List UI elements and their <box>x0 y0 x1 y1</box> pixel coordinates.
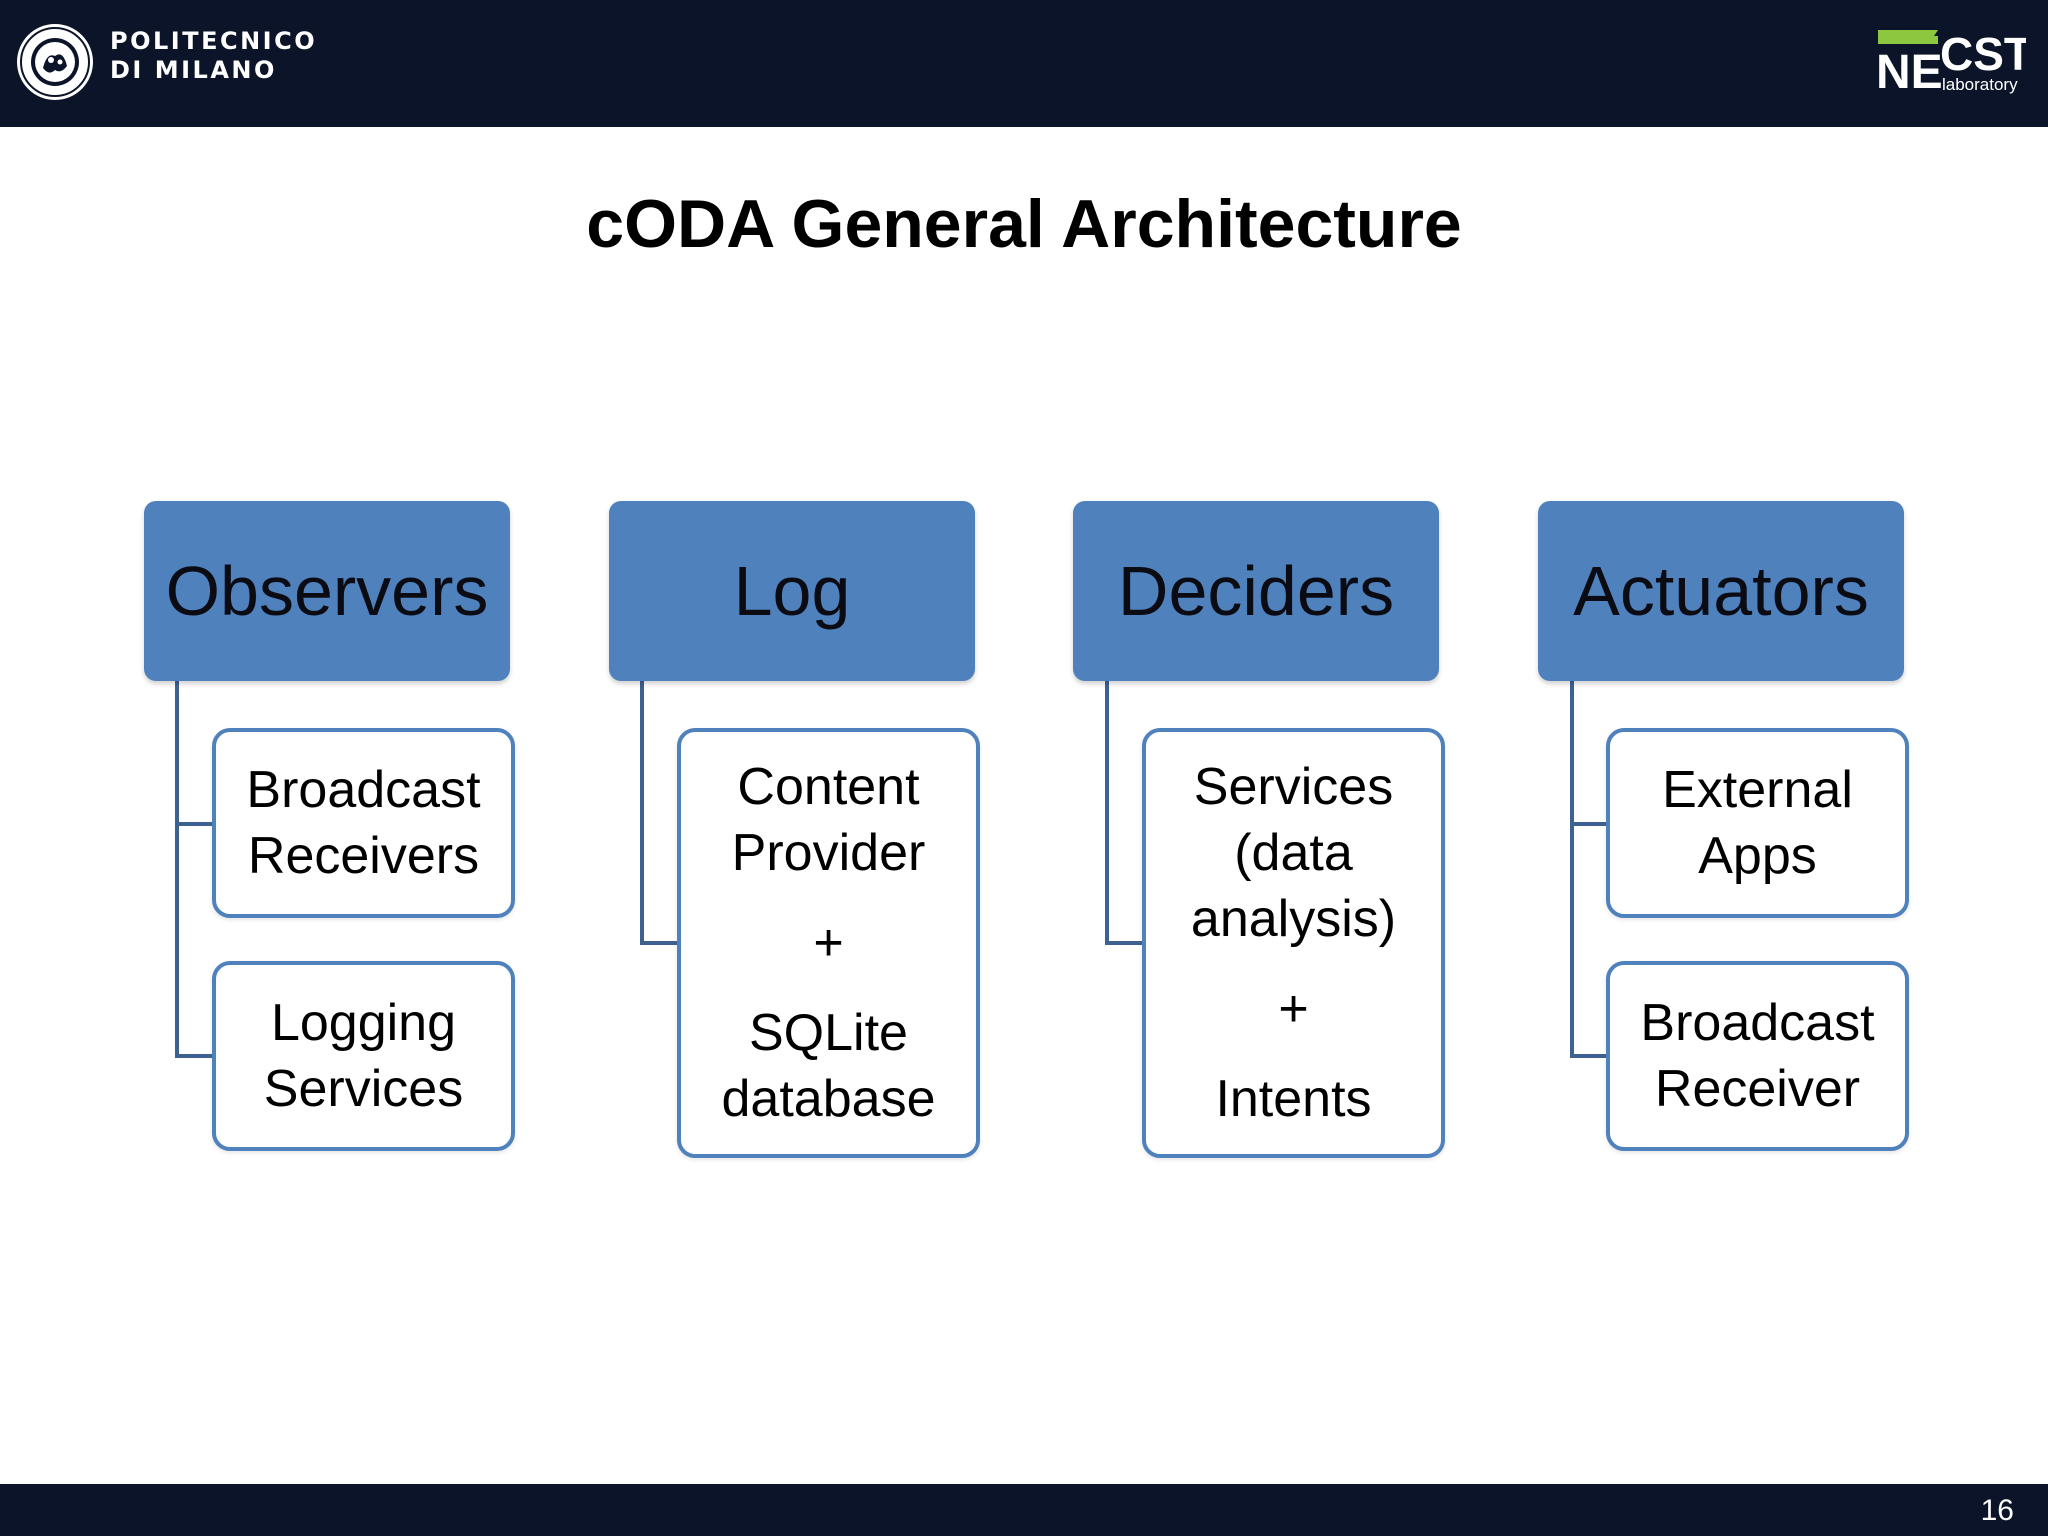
institution-name: POLITECNICO DI MILANO <box>110 27 317 85</box>
box-plus: + <box>813 914 844 972</box>
slide-title: cODA General Architecture <box>586 186 1462 262</box>
box-line: database <box>721 1070 936 1128</box>
connector-observers-2 <box>175 824 216 1058</box>
header-bar: POLITECNICO DI MILANO NE CST laboratory <box>0 0 2048 127</box>
connector-observers-1 <box>175 681 216 826</box>
box-logging-services: Logging Services <box>212 961 515 1151</box>
heading-log: Log <box>609 501 975 681</box>
box-line: Services <box>263 1060 464 1118</box>
box-line: Logging <box>270 994 457 1052</box>
box-line: Services <box>1193 758 1394 816</box>
box-plus: + <box>1278 980 1309 1038</box>
lab-logo-cst: CST <box>1940 28 2026 80</box>
box-line: Apps <box>1698 827 1817 885</box>
box-line: Provider <box>731 824 926 882</box>
heading-deciders: Deciders <box>1073 501 1439 681</box>
box-services-intents: Services (data analysis) + Intents <box>1142 728 1445 1158</box>
box-line: Broadcast <box>1640 994 1875 1052</box>
page-number: 16 <box>1980 1494 2014 1527</box>
footer-bar: 16 <box>0 1484 2048 1536</box>
lab-logo-sub: laboratory <box>1942 75 2018 94</box>
connector-actuators-1 <box>1570 681 1610 826</box>
box-line: Broadcast <box>246 761 481 819</box>
box-line: External <box>1662 761 1853 819</box>
box-line: analysis) <box>1190 890 1397 948</box>
institution-line-1: POLITECNICO <box>110 27 318 55</box>
lab-logo-ne: NE <box>1876 46 1943 98</box>
necst-laboratory-logo: NE CST laboratory <box>1876 28 2026 98</box>
box-line: SQLite <box>749 1004 908 1062</box>
box-line: Receiver <box>1654 1060 1861 1118</box>
box-content-provider-sqlite: Content Provider + SQLite database <box>677 728 980 1158</box>
connector-log-1 <box>640 681 681 945</box>
box-line: Content <box>737 758 920 816</box>
university-seal-logo <box>17 24 93 100</box>
box-broadcast-receivers: Broadcast Receivers <box>212 728 515 918</box>
institution-line-2: DI MILANO <box>110 56 277 84</box>
box-line: Intents <box>1215 1070 1372 1128</box>
box-external-apps: External Apps <box>1606 728 1909 918</box>
connector-actuators-2 <box>1570 824 1610 1058</box>
box-line: (data <box>1234 824 1353 882</box>
connector-deciders-1 <box>1105 681 1146 945</box>
box-broadcast-receiver: Broadcast Receiver <box>1606 961 1909 1151</box>
heading-observers: Observers <box>144 501 510 681</box>
box-line: Receivers <box>247 827 480 885</box>
heading-actuators: Actuators <box>1538 501 1904 681</box>
